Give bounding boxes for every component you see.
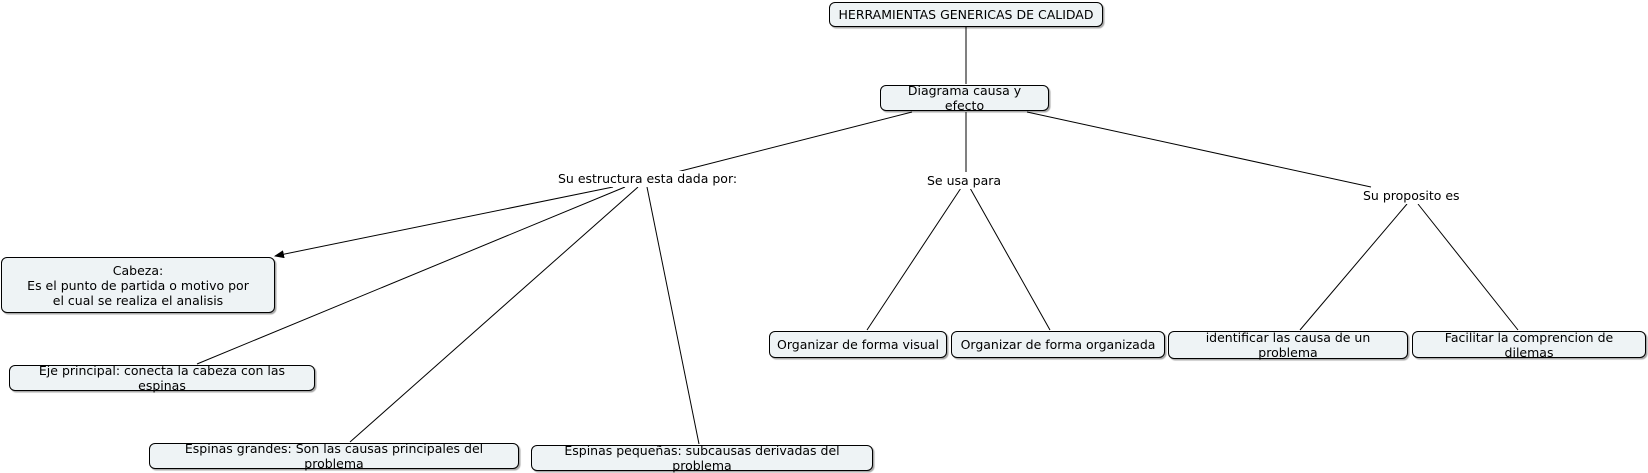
node-organizar-organizada[interactable]: Organizar de forma organizada [951,331,1165,358]
link-proposito-facilitar [1417,203,1519,331]
link-estructura-cabeza [274,186,614,259]
link-estructura-eje [196,186,626,365]
link-diagram-estructura [672,111,913,174]
linking-phrase-estructura: Su estructura esta dada por: [556,171,740,187]
node-eje-principal[interactable]: Eje principal: conecta la cabeza con las… [9,363,315,393]
link-proposito-identificar [1299,203,1408,331]
link-seusa-visual [866,187,962,331]
link-diagram-proposito [1026,111,1372,188]
linking-phrase-se-usa: Se usa para [925,173,1004,189]
node-identificar-causas[interactable]: identificar las causa de un problema [1168,330,1408,360]
link-seusa-organizada [969,187,1051,331]
linking-phrase-proposito: Su proposito es [1361,188,1462,204]
node-cabeza[interactable]: Cabeza: Es el punto de partida o motivo … [1,257,275,313]
node-espinas-grandes[interactable]: Espinas grandes: Son las causas principa… [149,441,519,471]
node-root[interactable]: HERRAMIENTAS GENERICAS DE CALIDAD [829,2,1103,27]
node-facilitar-comprension[interactable]: Facilitar la comprencion de dilemas [1412,330,1646,360]
node-espinas-pequenas[interactable]: Espinas pequeñas: subcausas derivadas de… [531,443,873,473]
link-estructura-espinas-pequenas [646,186,700,445]
node-organizar-visual[interactable]: Organizar de forma visual [769,331,947,358]
link-estructura-espinas-grandes [349,186,639,443]
node-diagrama-causa-efecto[interactable]: Diagrama causa y efecto [880,83,1049,113]
